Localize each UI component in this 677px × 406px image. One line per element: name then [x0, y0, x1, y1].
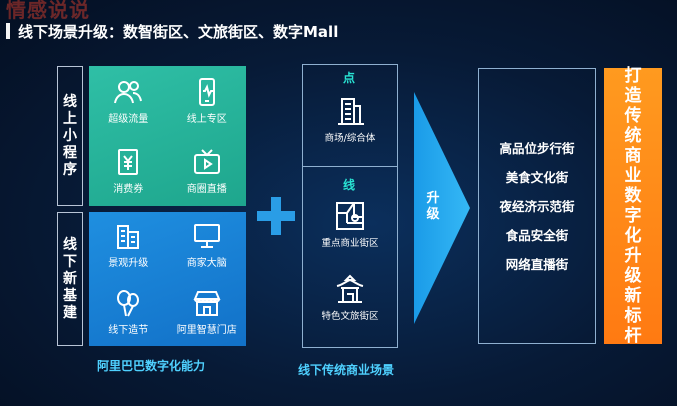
page-title: 线下场景升级：数智街区、文旅街区、数字Mall: [18, 22, 339, 41]
goal-panel: 打造传统商业数字化升级新标杆: [604, 66, 662, 346]
coupon-icon: [118, 148, 139, 175]
scenes-divider: [302, 166, 398, 167]
offline-item-brain: 商家大脑: [168, 212, 247, 279]
result-item: 食品安全街: [505, 227, 569, 243]
online-item-label: 线上专区: [186, 113, 227, 125]
building-icon: [117, 225, 140, 249]
offline-item-festival: 线下造节: [89, 279, 168, 346]
online-item-zone: 线上专区: [168, 66, 247, 136]
offline-item-store: 阿里智慧门店: [168, 279, 247, 346]
result-item: 夜经济示范街: [499, 198, 575, 214]
offline-label-text: 线下新基建: [63, 236, 77, 321]
left-caption: 阿里巴巴数字化能力: [97, 359, 206, 373]
offline-item-label: 商家大脑: [186, 258, 227, 269]
scene-item-mall: 商场/综合体: [302, 96, 398, 144]
users-icon: [114, 80, 143, 103]
scene-item-label: 商场/综合体: [324, 133, 376, 144]
result-item: 网络直播街: [505, 256, 569, 272]
pavilion-icon: [336, 274, 364, 303]
tv-icon: [193, 148, 220, 174]
online-item-label: 超级流量: [108, 113, 149, 125]
offline-panel: 景观升级 商家大脑 线下造节 阿里智慧门店: [89, 212, 246, 346]
monitor-icon: [193, 224, 220, 248]
online-item-label: 消费券: [113, 183, 144, 195]
mobile-icon: [198, 77, 215, 106]
online-label: 线上小程序: [57, 66, 83, 206]
offline-item-label: 线下造节: [108, 325, 149, 336]
line-heading: 线: [343, 178, 356, 192]
scene-item-culture: 特色文旅街区: [302, 274, 398, 322]
scenes-panel: [302, 64, 398, 348]
scene-item-street: 重点商业街区: [302, 201, 398, 249]
online-label-text: 线上小程序: [63, 93, 77, 178]
offline-item-landscape: 景观升级: [89, 212, 168, 279]
middle-caption: 线下传统商业场景: [298, 363, 395, 377]
online-item-live: 商圈直播: [168, 136, 247, 206]
offline-item-label: 景观升级: [108, 258, 149, 269]
scene-item-label: 特色文旅街区: [321, 311, 379, 322]
online-item-traffic: 超级流量: [89, 66, 168, 136]
watermark: 情感说说: [6, 0, 90, 22]
scene-item-label: 重点商业街区: [321, 238, 379, 249]
online-panel: 超级流量 线上专区 消费券 商圈直播: [89, 66, 246, 206]
offline-item-label: 阿里智慧门店: [176, 325, 237, 336]
arrow-label: 升级: [420, 191, 446, 223]
mall-icon: [338, 98, 364, 125]
plus-icon: [257, 197, 295, 235]
upgrade-arrow-icon: [414, 92, 470, 324]
result-item: 美食文化街: [505, 169, 569, 185]
balloon-icon: [117, 290, 140, 317]
point-heading: 点: [343, 71, 356, 85]
online-item-label: 商圈直播: [186, 183, 227, 195]
page-title-bar: 线下场景升级：数智街区、文旅街区、数字Mall: [0, 20, 338, 42]
goal-text: 打造传统商业数字化升级新标杆: [624, 66, 642, 346]
map-icon: [336, 202, 364, 230]
store-icon: [193, 291, 221, 316]
arrow-label-text: 升级: [426, 191, 440, 222]
offline-label: 线下新基建: [57, 212, 83, 346]
result-item: 高品位步行街: [499, 140, 575, 156]
online-item-coupon: 消费券: [89, 136, 168, 206]
results-panel: 高品位步行街 美食文化街 夜经济示范街 食品安全街 网络直播街: [478, 68, 596, 344]
title-marker: [6, 23, 10, 39]
